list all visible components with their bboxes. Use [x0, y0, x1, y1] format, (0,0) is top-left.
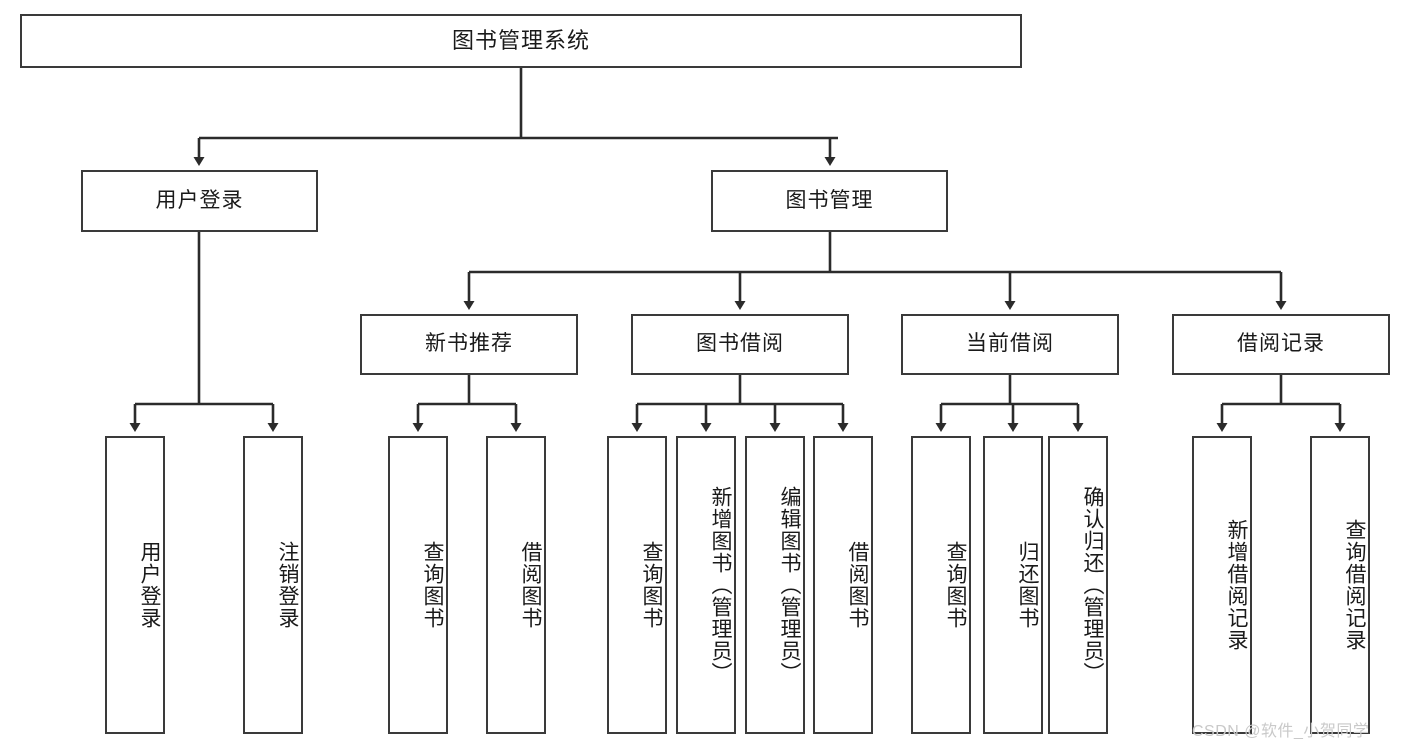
leaf-user-logout[interactable]: 注销登录 [243, 436, 303, 734]
node-new-book-recommend[interactable]: 新书推荐 [360, 314, 578, 375]
node-book-management-label: 图书管理 [785, 188, 874, 212]
leaf-borrow-query-book-label: 查询图书 [640, 541, 663, 629]
leaf-current-return-book-label: 归还图书 [1016, 541, 1039, 629]
leaf-record-add-record[interactable]: 新增借阅记录 [1192, 436, 1252, 734]
leaf-user-logout-label: 注销登录 [276, 541, 299, 629]
csdn-watermark: CSDN @软件_小贺同学 [1192, 723, 1370, 740]
leaf-current-query-book-label: 查询图书 [944, 541, 967, 629]
leaf-record-query-record[interactable]: 查询借阅记录 [1310, 436, 1370, 734]
leaf-borrow-edit-book-admin[interactable]: 编辑图书（管理员） [745, 436, 805, 734]
node-book-borrow-label: 图书借阅 [696, 332, 784, 356]
leaf-borrow-edit-book-admin-label: 编辑图书（管理员） [778, 486, 801, 684]
node-new-book-recommend-label: 新书推荐 [425, 332, 513, 356]
leaf-borrow-query-book[interactable]: 查询图书 [607, 436, 667, 734]
leaf-borrow-add-book-admin-label: 新增图书（管理员） [709, 486, 732, 684]
node-root[interactable]: 图书管理系统 [20, 14, 1022, 68]
node-user-login-label: 用户登录 [155, 188, 244, 212]
leaf-borrow-lend-book-label: 借阅图书 [846, 541, 869, 629]
node-current-borrow-label: 当前借阅 [966, 332, 1054, 356]
leaf-newbook-borrow-book[interactable]: 借阅图书 [486, 436, 546, 734]
node-user-login[interactable]: 用户登录 [81, 170, 318, 232]
leaf-record-query-record-label: 查询借阅记录 [1343, 519, 1366, 651]
leaf-current-return-book[interactable]: 归还图书 [983, 436, 1043, 734]
leaf-newbook-query-book[interactable]: 查询图书 [388, 436, 448, 734]
node-current-borrow[interactable]: 当前借阅 [901, 314, 1119, 375]
leaf-borrow-lend-book[interactable]: 借阅图书 [813, 436, 873, 734]
node-borrow-record[interactable]: 借阅记录 [1172, 314, 1390, 375]
leaf-current-query-book[interactable]: 查询图书 [911, 436, 971, 734]
node-book-borrow[interactable]: 图书借阅 [631, 314, 849, 375]
leaf-current-confirm-return-admin[interactable]: 确认归还（管理员） [1048, 436, 1108, 734]
leaf-newbook-query-book-label: 查询图书 [421, 541, 444, 629]
node-book-management[interactable]: 图书管理 [711, 170, 948, 232]
node-borrow-record-label: 借阅记录 [1237, 332, 1325, 356]
leaf-record-add-record-label: 新增借阅记录 [1225, 519, 1248, 651]
leaf-user-login[interactable]: 用户登录 [105, 436, 165, 734]
leaf-user-login-label: 用户登录 [138, 541, 161, 629]
node-root-label: 图书管理系统 [451, 28, 590, 54]
leaf-borrow-add-book-admin[interactable]: 新增图书（管理员） [676, 436, 736, 734]
leaf-newbook-borrow-book-label: 借阅图书 [519, 541, 542, 629]
leaf-current-confirm-return-admin-label: 确认归还（管理员） [1081, 486, 1104, 684]
